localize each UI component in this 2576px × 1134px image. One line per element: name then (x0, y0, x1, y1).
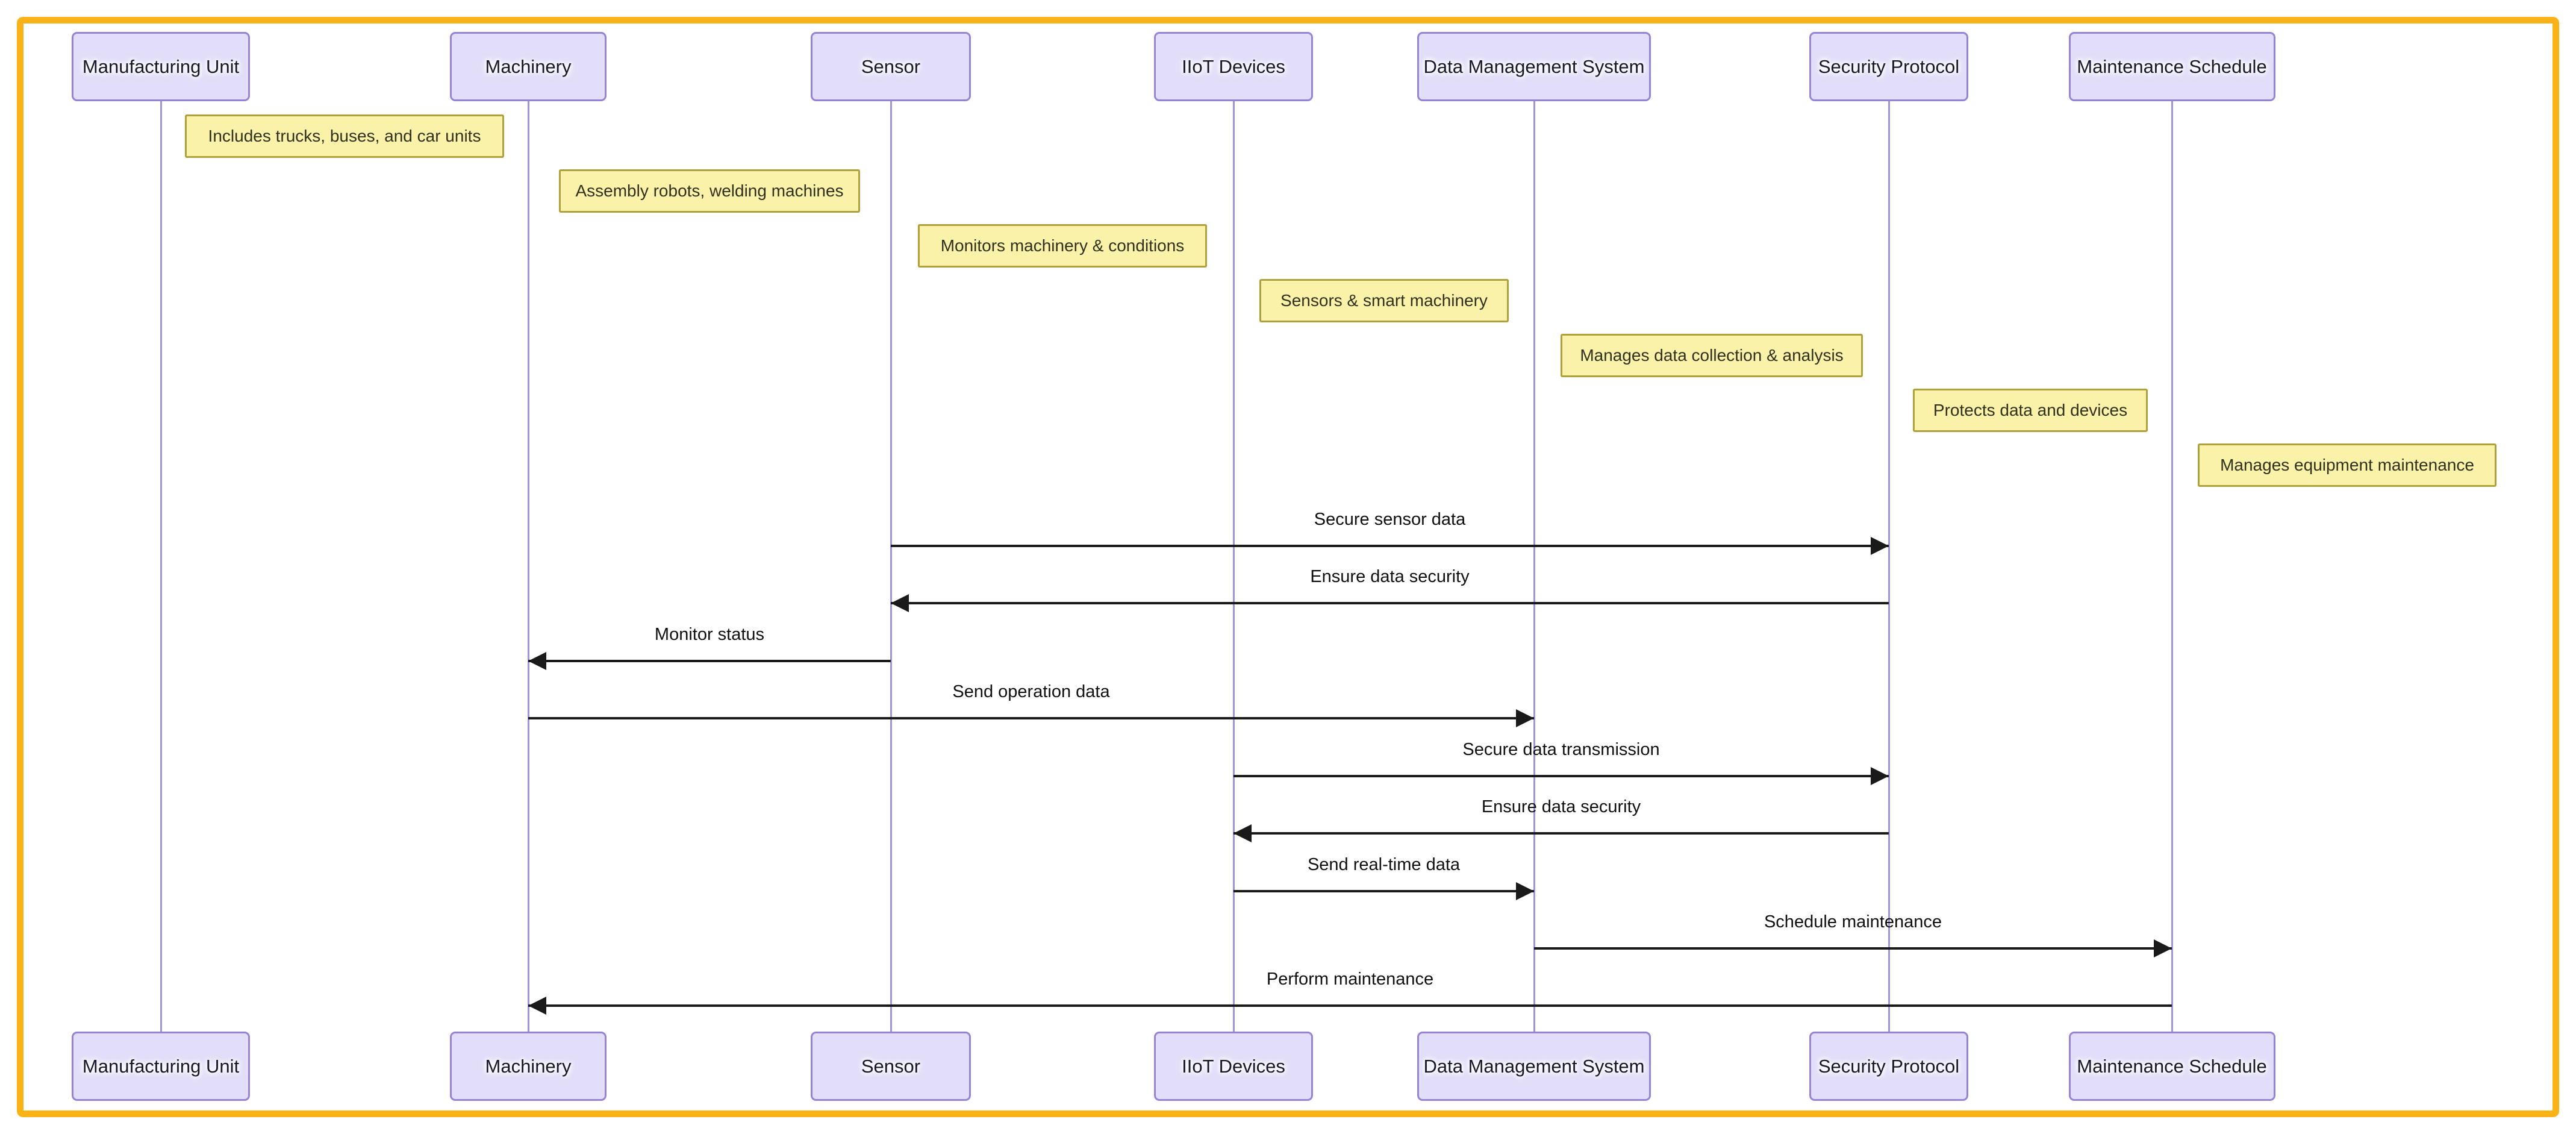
note-manufacturing-unit: Includes trucks, buses, and car units (185, 114, 504, 158)
message-label-7: Send real-time data (1307, 855, 1461, 874)
note-security-protocol: Protects data and devices (1913, 389, 2148, 432)
diagram-border-frame (17, 17, 2559, 1117)
participant-bottom-data-management-system: Data Management System (1417, 1032, 1651, 1101)
participant-top-sensor: Sensor (811, 32, 971, 101)
message-label-2: Ensure data security (1310, 567, 1470, 586)
message-label-5: Secure data transmission (1462, 740, 1660, 759)
message-arrowhead-9 (528, 997, 546, 1015)
message-line-1 (891, 545, 1889, 547)
message-arrowhead-7 (1516, 882, 1534, 900)
message-line-9 (528, 1004, 2172, 1007)
message-arrowhead-3 (528, 652, 546, 670)
message-line-7 (1233, 890, 1534, 892)
participant-top-iiot-devices: IIoT Devices (1154, 32, 1313, 101)
message-arrowhead-4 (1516, 709, 1534, 727)
participant-bottom-manufacturing-unit: Manufacturing Unit (72, 1032, 250, 1101)
message-arrowhead-1 (1871, 537, 1889, 555)
message-line-5 (1233, 775, 1889, 777)
lifeline-maintenance-schedule (2171, 100, 2173, 1033)
message-label-3: Monitor status (654, 625, 765, 644)
note-machinery: Assembly robots, welding machines (559, 169, 860, 213)
lifeline-manufacturing-unit (160, 100, 162, 1033)
lifeline-iiot-devices (1232, 100, 1235, 1033)
message-arrowhead-5 (1871, 767, 1889, 785)
participant-bottom-machinery: Machinery (450, 1032, 607, 1101)
message-line-4 (528, 717, 1534, 719)
message-arrowhead-6 (1233, 824, 1252, 842)
note-sensor: Monitors machinery & conditions (918, 224, 1207, 268)
message-line-2 (891, 602, 1889, 604)
participant-bottom-sensor: Sensor (811, 1032, 971, 1101)
message-arrowhead-8 (2154, 939, 2172, 957)
message-label-1: Secure sensor data (1314, 510, 1466, 529)
message-line-6 (1233, 832, 1889, 835)
message-label-9: Perform maintenance (1266, 970, 1434, 989)
note-data-management-system: Manages data collection & analysis (1561, 334, 1863, 377)
lifeline-security-protocol (1888, 100, 1890, 1033)
participant-top-security-protocol: Security Protocol (1809, 32, 1968, 101)
participant-bottom-maintenance-schedule: Maintenance Schedule (2068, 1032, 2275, 1101)
message-label-8: Schedule maintenance (1764, 912, 1942, 932)
message-label-4: Send operation data (952, 682, 1110, 701)
lifeline-machinery (527, 100, 529, 1033)
note-maintenance-schedule: Manages equipment maintenance (2198, 443, 2496, 487)
participant-bottom-iiot-devices: IIoT Devices (1154, 1032, 1313, 1101)
message-line-8 (1534, 947, 2172, 950)
lifeline-sensor (890, 100, 892, 1033)
message-line-3 (528, 660, 891, 662)
message-label-6: Ensure data security (1481, 797, 1641, 816)
message-arrowhead-2 (891, 594, 909, 612)
participant-bottom-security-protocol: Security Protocol (1809, 1032, 1968, 1101)
participant-top-data-management-system: Data Management System (1417, 32, 1651, 101)
participant-top-manufacturing-unit: Manufacturing Unit (72, 32, 250, 101)
note-iiot-devices: Sensors & smart machinery (1259, 279, 1509, 322)
lifeline-data-management-system (1533, 100, 1535, 1033)
participant-top-machinery: Machinery (450, 32, 607, 101)
participant-top-maintenance-schedule: Maintenance Schedule (2068, 32, 2275, 101)
